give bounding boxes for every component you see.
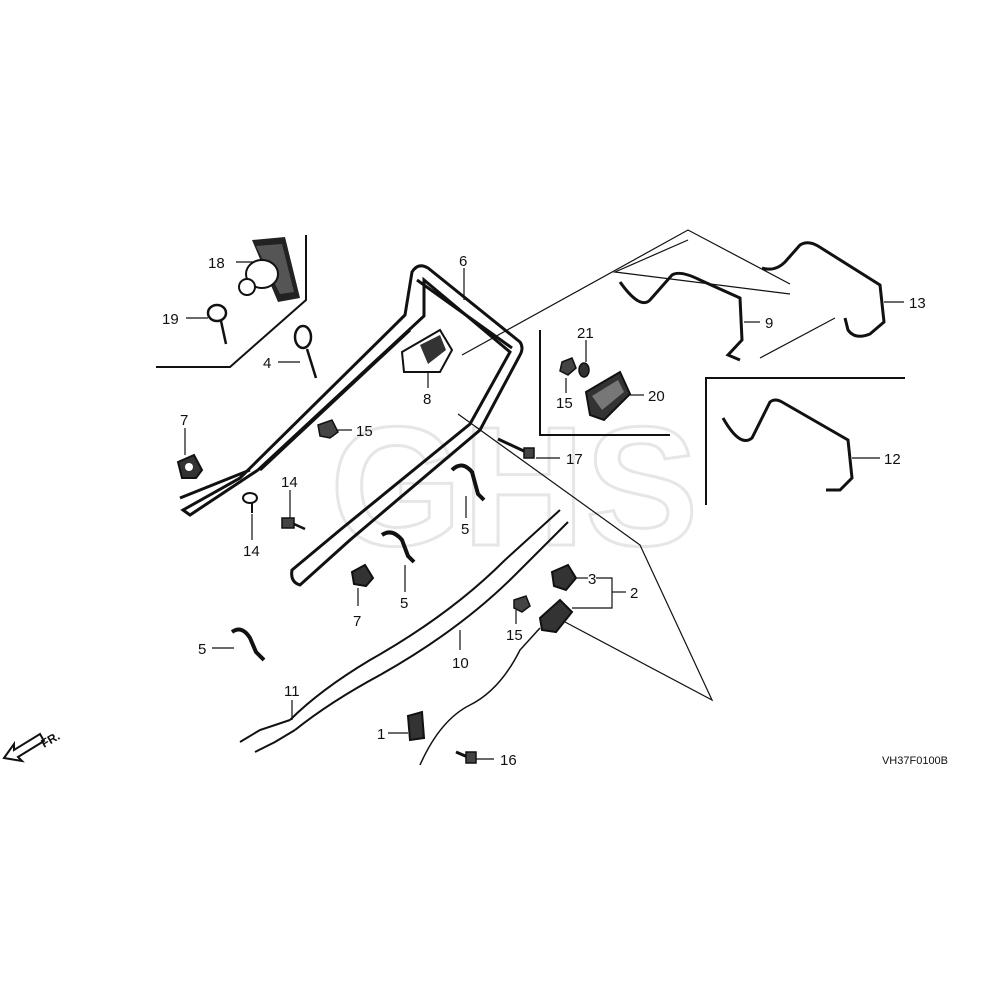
callout-4: 4 [263,355,271,372]
part-5-clip-c [230,627,266,662]
callout-2: 2 [630,585,638,602]
part-19-eyebolt [206,303,228,345]
diagram-code: VH37F0100B [882,755,948,767]
callout-14-b: 14 [243,543,260,560]
part-8-bracket [400,328,454,373]
part-9-bracket [618,271,744,362]
callout-15-b: 15 [556,395,573,412]
callout-1: 1 [377,726,385,743]
frame-knob-group [156,235,307,368]
part-5-clip-a [450,463,486,502]
front-direction-label: FR. [39,729,63,751]
group-frames [156,235,905,505]
callout-17: 17 [566,451,583,468]
connector-handle-top [461,229,791,356]
part-13-bracket [761,241,886,338]
part-15-nut-c [513,595,531,613]
part-14-bolt-b [281,517,306,531]
callout-9: 9 [765,315,773,332]
part-11-cable [239,719,296,753]
callout-18: 18 [208,255,225,272]
connector-bracket13 [759,317,836,359]
callout-5-a: 5 [461,521,469,538]
callout-16: 16 [500,752,517,769]
callout-10: 10 [452,655,469,672]
leader-lines [184,261,904,760]
part-1-clamp [406,710,426,742]
callout-3: 3 [588,571,596,588]
connector-lines [457,229,836,702]
part-15-nut-b [559,357,577,376]
callouts: 18 19 6 4 8 7 15 14 14 21 15 20 17 9 13 … [162,253,926,769]
callout-5-b: 5 [400,595,408,612]
callout-15-a: 15 [356,423,373,440]
callout-15-c: 15 [506,627,523,644]
frame-bracket-group [705,377,905,505]
callout-11: 11 [284,683,300,700]
part-16-bolt [455,750,477,764]
callout-7-b: 7 [353,613,361,630]
part-21-spring [578,362,590,378]
callout-12: 12 [884,451,901,468]
part-6-handle [179,264,524,587]
part-7-clip-a [176,453,204,479]
part-5-clip-b [380,530,416,564]
part-14-pin-a [242,492,258,513]
part-17-bolt [497,437,535,459]
part-4-eyebolt [293,324,318,379]
connector-bracket9 [612,239,791,295]
part-20-lever [584,370,632,422]
part-3-grip [550,563,578,592]
callout-20: 20 [648,388,665,405]
front-direction-arrow: FR. [2,729,63,763]
connector-cable-group [457,413,714,702]
callout-19: 19 [162,311,179,328]
callout-14-a: 14 [281,474,298,491]
part-2-cable [419,627,541,766]
part-18-knob [238,237,300,302]
watermark: GHS [330,392,698,582]
part-7-clip-b [350,563,375,588]
callout-21: 21 [577,325,594,342]
part-10-cable [289,509,569,731]
frame-lever-group [539,330,670,436]
callout-7-a: 7 [180,412,188,429]
callout-6: 6 [459,253,467,270]
part-15-nut-a [317,419,339,439]
callout-8: 8 [423,391,431,408]
callout-13: 13 [909,295,926,312]
part-12-bracket [721,398,854,492]
callout-5-c: 5 [198,641,206,658]
part-2-lever [538,598,574,634]
